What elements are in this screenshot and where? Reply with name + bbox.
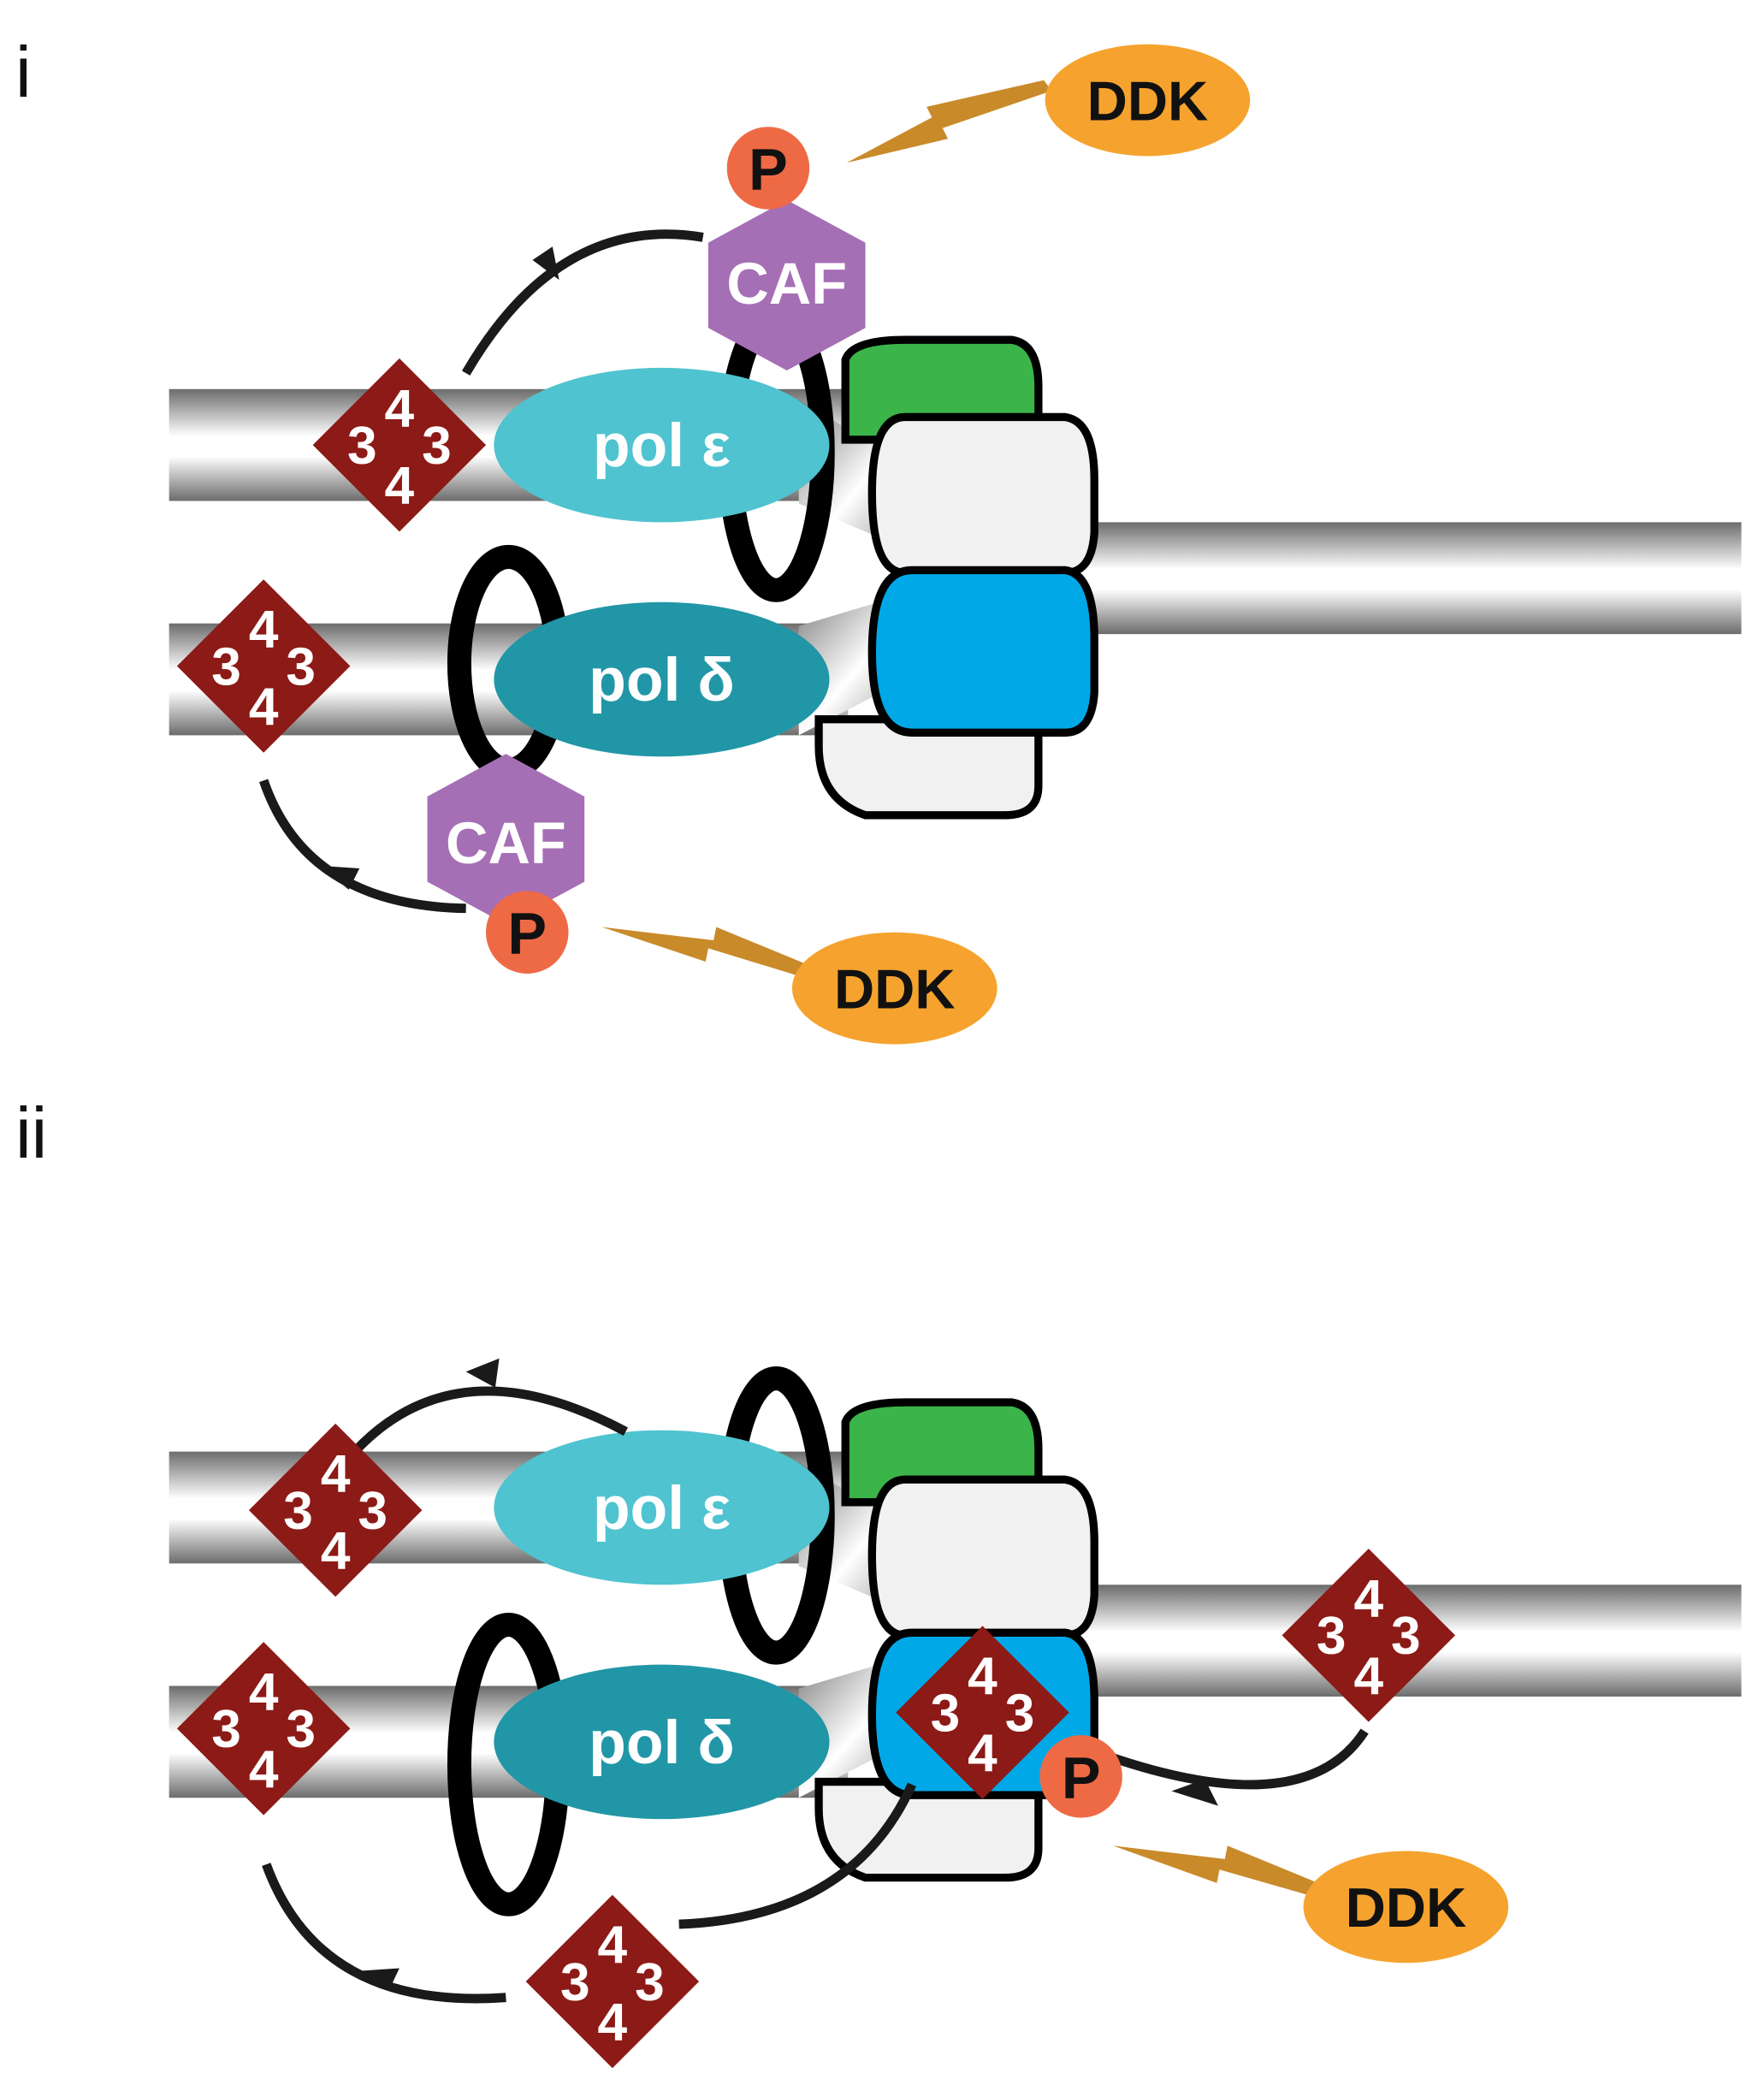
- phosphate-i-top: P: [726, 127, 810, 210]
- curve-arrowhead-ii-bottom: [359, 1968, 400, 1991]
- svg-text:3: 3: [422, 417, 452, 476]
- parental-dna: [1058, 522, 1742, 635]
- helicase-grey-subunit-ii: [867, 1475, 1098, 1640]
- ddk-arrow-ii: [1113, 1845, 1318, 1897]
- svg-text:3: 3: [931, 1684, 961, 1743]
- svg-text:P: P: [1062, 1744, 1101, 1810]
- helicase-blue-subunit: [867, 566, 1098, 737]
- pol-delta-label-ii: pol δ: [589, 1709, 735, 1777]
- svg-text:3: 3: [286, 1700, 316, 1759]
- svg-text:3: 3: [1005, 1684, 1035, 1743]
- panel-i: pol ε pol δ 4 3 3 4 4 3 3 4 CAF: [169, 44, 1742, 1045]
- svg-text:3: 3: [358, 1482, 388, 1541]
- deposition-arrow-ii-bottom: [262, 1863, 506, 2004]
- pol-delta-label: pol δ: [589, 646, 735, 714]
- svg-text:4: 4: [1353, 1647, 1383, 1706]
- histone-tetramer-ii-leading: 4 3 3 4: [248, 1423, 423, 1597]
- svg-text:CAF: CAF: [446, 810, 566, 876]
- pol-delta-ellipse: [494, 601, 830, 757]
- curve-arrowhead-i-top: [532, 246, 559, 281]
- panel-label-i: i: [15, 32, 32, 112]
- deposition-arrow-i-top: [461, 229, 704, 376]
- helicase-grey-lower-subunit: [814, 715, 1043, 820]
- curve-arrowhead-ii-top: [465, 1358, 500, 1388]
- svg-text:P: P: [507, 901, 547, 967]
- svg-text:4: 4: [249, 678, 279, 737]
- svg-text:3: 3: [635, 1953, 665, 2012]
- histone-tetramer-ii-released: 4 3 3 4: [525, 1894, 700, 2069]
- svg-text:4: 4: [321, 1522, 351, 1581]
- svg-text:4: 4: [385, 457, 415, 516]
- caf-hexagon-bottom: CAF: [427, 754, 585, 925]
- svg-text:DDK: DDK: [834, 957, 956, 1020]
- histone-tetramer-i-top: 4 3 3 4: [312, 358, 487, 532]
- svg-text:4: 4: [1353, 1570, 1383, 1629]
- deposition-arrow-ii-top: [329, 1386, 628, 1481]
- svg-text:4: 4: [249, 1663, 279, 1722]
- svg-text:3: 3: [1391, 1607, 1421, 1666]
- svg-text:DDK: DDK: [1087, 69, 1209, 132]
- pol-epsilon-label-ii: pol ε: [593, 1474, 731, 1543]
- phosphate-ii: P: [1039, 1735, 1122, 1818]
- svg-text:4: 4: [598, 1916, 628, 1975]
- deposition-arrow-ii-released: [678, 1782, 916, 1929]
- svg-text:3: 3: [283, 1482, 313, 1541]
- ddk-arrow-i-bottom: [601, 927, 808, 978]
- svg-text:P: P: [749, 136, 788, 202]
- svg-text:4: 4: [968, 1724, 997, 1783]
- pol-delta-ellipse-ii: [494, 1664, 830, 1820]
- curve-arrowhead-i-bottom: [319, 865, 360, 890]
- svg-text:3: 3: [211, 637, 241, 696]
- pol-epsilon-ellipse: [494, 367, 830, 523]
- svg-text:3: 3: [560, 1953, 590, 2012]
- svg-text:4: 4: [321, 1444, 351, 1503]
- phosphate-i-bottom: P: [486, 891, 569, 974]
- panel-label-ii: ii: [15, 1093, 48, 1173]
- svg-text:3: 3: [286, 637, 316, 696]
- svg-text:4: 4: [249, 601, 279, 660]
- pol-epsilon-ellipse-ii: [494, 1430, 830, 1585]
- svg-text:DDK: DDK: [1346, 1876, 1467, 1939]
- svg-text:4: 4: [385, 379, 415, 438]
- svg-text:4: 4: [598, 1993, 628, 2052]
- svg-text:4: 4: [249, 1740, 279, 1799]
- svg-text:CAF: CAF: [726, 251, 847, 317]
- panel-ii: pol ε pol δ 4 3 3 4 4 3 3 4 4 3 3: [169, 1358, 1742, 2069]
- caf-hexagon-top: CAF: [707, 199, 866, 370]
- curve-arrowhead-ii-parental: [1171, 1779, 1218, 1806]
- pol-epsilon-label: pol ε: [593, 412, 731, 480]
- ddk-kinase-i-bottom: DDK: [791, 932, 997, 1045]
- svg-text:3: 3: [347, 417, 377, 476]
- deposition-arrow-ii-parental: [1103, 1728, 1369, 1790]
- helicase-grey-subunit: [867, 412, 1098, 578]
- helicase-grey-lower-subunit-ii: [814, 1777, 1043, 1882]
- svg-text:3: 3: [1317, 1607, 1347, 1666]
- ddk-arrow-i-top: [846, 80, 1052, 163]
- svg-text:4: 4: [968, 1647, 997, 1706]
- ddk-kinase-i-top: DDK: [1045, 44, 1251, 157]
- svg-text:3: 3: [211, 1700, 241, 1759]
- ddk-kinase-ii: DDK: [1303, 1851, 1509, 1964]
